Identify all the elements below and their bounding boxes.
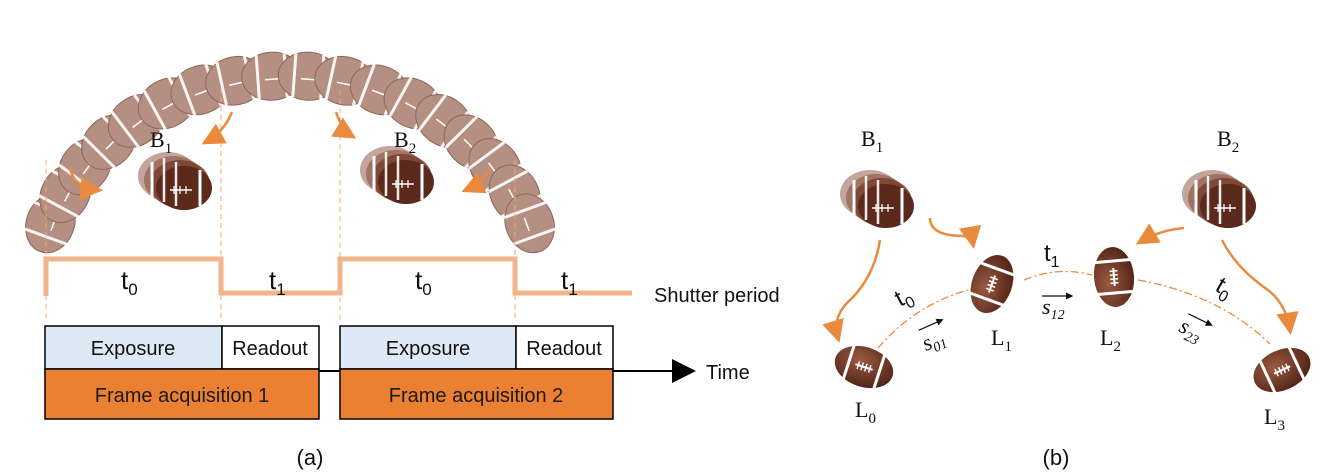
arrow-b2-to-l2 (1135, 223, 1185, 245)
blurred-ball-b2-b (1180, 168, 1258, 230)
shutter-t0-second: t0 (415, 265, 432, 299)
arrow-to-b2-left (331, 111, 357, 139)
trajectory-l1-l2 (1023, 270, 1093, 281)
blurred-ball-b1 (136, 150, 214, 212)
readout-label-2: Readout (526, 338, 602, 360)
time-label: Time (706, 362, 750, 384)
label-l3: L3 (1264, 404, 1285, 434)
ball-l0 (827, 337, 901, 397)
readout-label-1: Readout (232, 338, 308, 360)
arrow-b2-to-l3 (1220, 239, 1299, 335)
label-b1-a: B1 (150, 127, 172, 157)
label-l1: L1 (991, 325, 1012, 355)
exposure-box-2 (339, 325, 517, 370)
shutter-t1-first: t1 (269, 265, 286, 299)
trajectory-l0-l1 (877, 289, 969, 349)
label-l0: L0 (855, 397, 876, 427)
frame-acquisition-box-1 (44, 368, 320, 420)
panel-a: B1 B2 t0 t1 t0 t1 Shutter period Time Ex… (16, 48, 780, 470)
ball-trajectory-arc (16, 48, 564, 262)
ball-l3 (1244, 337, 1320, 403)
frame-acquisition-box-2 (339, 368, 614, 420)
blur-arrows-a (68, 111, 492, 200)
arrow-b1-to-l0 (822, 239, 882, 343)
label-b2-a: B2 (394, 127, 416, 157)
panel-b: B1 B2 L0 L1 L2 L3 t0 t1 t0 (822, 126, 1320, 470)
ball-l2 (1089, 243, 1139, 311)
blur-arrows-b (822, 217, 1299, 343)
interval-t0-right: t0 (1209, 272, 1238, 307)
trajectory-l2-l3 (1137, 279, 1271, 345)
exposure-label-1: Exposure (91, 338, 176, 360)
interval-t1-middle: t1 (1044, 240, 1060, 271)
displacement-s01: s01 (918, 318, 950, 356)
label-b1-b: B1 (861, 126, 883, 156)
frame-label-2: Frame acquisition 2 (389, 385, 564, 407)
shutter-t0-first: t0 (121, 265, 138, 299)
shutter-waveform (43, 256, 632, 296)
exposure-box-1 (44, 325, 223, 370)
blurred-ball-b2 (358, 144, 436, 206)
svg-text:s12: s12 (1042, 294, 1065, 323)
arrow-to-b1-left (68, 167, 103, 200)
arrow-to-b2-right (461, 167, 492, 194)
blurred-ball-b1-b (838, 168, 916, 230)
interval-t0-left: t0 (890, 281, 918, 316)
arrow-b1-to-l1 (928, 217, 982, 249)
label-b2-b: B2 (1217, 126, 1239, 156)
displacement-s12: s12 (1042, 292, 1074, 323)
ball-l1 (961, 247, 1023, 321)
shutter-t1-second: t1 (561, 265, 578, 299)
trajectory-arcs-b (877, 270, 1271, 349)
displacement-s23: s23 (1174, 313, 1213, 349)
frame-label-1: Frame acquisition 1 (95, 385, 270, 407)
arrow-to-b1-right (201, 111, 234, 145)
caption-a: (a) (297, 445, 324, 470)
readout-box-1 (221, 325, 320, 370)
readout-box-2 (515, 325, 614, 370)
shutter-period-label: Shutter period (654, 285, 780, 307)
exposure-label-2: Exposure (386, 338, 471, 360)
caption-b: (b) (1043, 445, 1070, 470)
label-l2: L2 (1100, 325, 1121, 355)
svg-text:s23: s23 (1174, 313, 1207, 349)
